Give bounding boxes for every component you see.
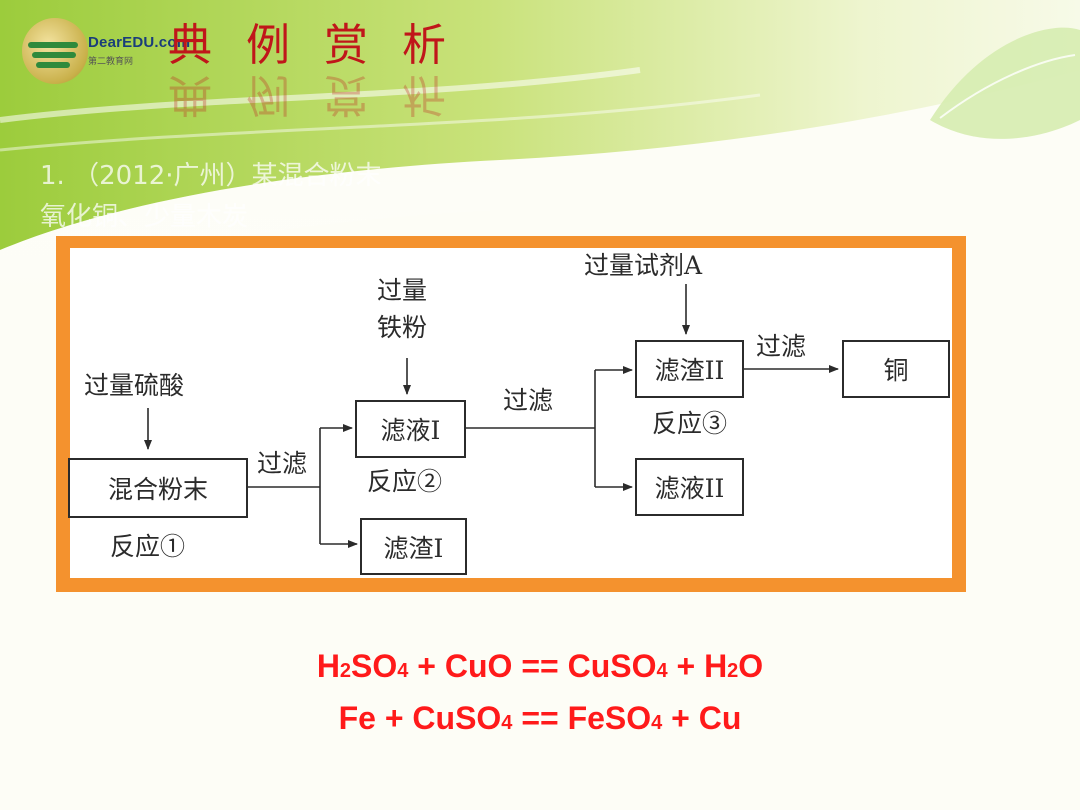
question-line-1: 1. （2012·广州）某混合粉末	[40, 161, 382, 191]
box-mixed-powder: 混合粉末	[68, 458, 248, 518]
logo-sub-text: 第二教育网	[88, 57, 134, 67]
label-filter-2: 过滤	[503, 386, 554, 415]
box-copper: 铜	[842, 340, 950, 398]
label-reaction-1: 反应①	[110, 532, 186, 561]
diagram-panel	[70, 248, 952, 578]
label-excess-sulfuric-acid: 过量硫酸	[84, 371, 185, 400]
logo-brand-text: DearEDU.com	[88, 34, 191, 51]
logo-swoosh	[32, 52, 76, 58]
logo-swoosh	[28, 42, 78, 48]
label-reaction-2: 反应②	[367, 467, 443, 496]
box-residue-1: 滤渣I	[360, 518, 467, 575]
label-filter-1: 过滤	[257, 449, 308, 478]
box-residue-2: 滤渣II	[635, 340, 744, 398]
site-logo[interactable]: DearEDU.com 第二教育网	[22, 18, 190, 88]
equation-2: Fe + CuSO4 == FeSO4 + Cu	[338, 700, 742, 736]
question-line-2: 氧化铜、少量木炭	[40, 202, 249, 232]
logo-swoosh	[36, 62, 70, 68]
label-excess-reagent-a: 过量试剂A	[584, 251, 703, 280]
equation-1: H2SO4 + CuO == CuSO4 + H2O	[316, 648, 764, 684]
label-iron-powder: 铁粉	[377, 313, 428, 342]
label-filter-3: 过滤	[756, 332, 807, 361]
box-filtrate-2: 滤液II	[635, 458, 744, 516]
label-excess: 过量	[377, 276, 428, 305]
label-reaction-3: 反应③	[652, 409, 728, 438]
slide-title: 典 例 赏 析	[168, 20, 456, 71]
box-filtrate-1: 滤液I	[355, 400, 466, 458]
logo-emblem	[22, 18, 88, 84]
